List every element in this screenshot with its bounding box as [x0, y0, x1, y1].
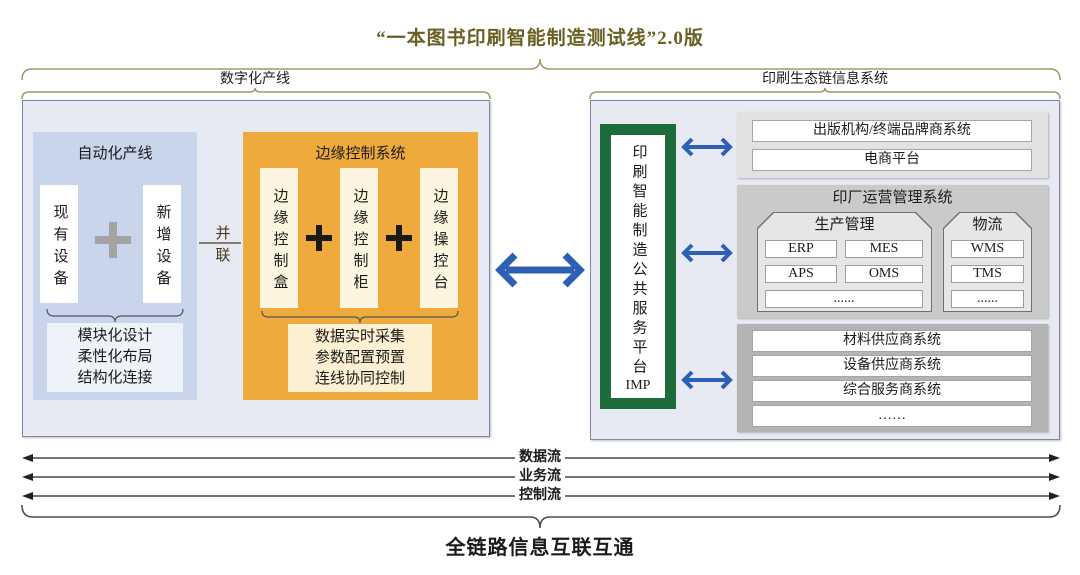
- system-cell-more: ......: [951, 290, 1024, 308]
- digital-production-line-panel: 自动化产线 现有设备 新增设备 模块化设计 柔性化布局 结构化连接 并联 边缘控…: [22, 100, 490, 437]
- system-cell-tms: TMS: [951, 265, 1024, 283]
- list-item: 设备供应商系统: [752, 355, 1032, 377]
- double-arrow-icon: [495, 252, 585, 288]
- system-cell-mes: MES: [845, 240, 923, 258]
- arrow-head-right: [1049, 492, 1060, 500]
- arrow-head-left: [495, 252, 518, 288]
- arrow-head-left: [22, 454, 33, 462]
- list-item: 出版机构/终端品牌商系统: [752, 120, 1032, 142]
- imp-platform-code: IMP: [625, 377, 651, 393]
- automation-line-title: 自动化产线: [77, 146, 153, 162]
- edge-operation-console-label: 边缘操控台: [431, 187, 448, 296]
- list-item: ……: [752, 405, 1032, 427]
- production-management-title: 生产管理: [814, 217, 875, 233]
- logistics-title: 物流: [972, 217, 1003, 233]
- bottom-brace: [21, 504, 1061, 529]
- edge-control-system-panel: 边缘控制系统 边缘控制盒 边缘控制柜 边缘操控台 数据实时采集 参数配置预置 连…: [243, 132, 478, 400]
- edge-operation-console: 边缘操控台: [420, 168, 458, 308]
- flow-label-data: 数据流: [440, 450, 640, 466]
- digital-line-brace: [21, 87, 491, 100]
- system-cell-wms: WMS: [951, 240, 1024, 258]
- parallel-connection-label-box: 并联: [206, 217, 236, 269]
- parallel-connection-label: 并联: [213, 224, 230, 269]
- feature-item: 结构化连接: [77, 370, 153, 386]
- section-label-digital-line: 数字化产线: [220, 72, 290, 87]
- automation-features-box: 模块化设计 柔性化布局 结构化连接: [47, 323, 183, 392]
- arrow-head-left: [22, 473, 33, 481]
- existing-equipment-box: 现有设备: [40, 185, 78, 303]
- system-cell-aps: APS: [765, 265, 837, 283]
- imp-platform-name: 印刷智能制造公共服务平台: [630, 143, 647, 378]
- factory-operations-title: 印厂运营管理系统: [832, 190, 953, 206]
- production-management-group: 生产管理 ERP MES APS OMS ......: [757, 212, 932, 312]
- flow-label-text: 控制流: [515, 488, 565, 503]
- edge-control-system-title: 边缘控制系统: [315, 146, 406, 162]
- logistics-group: 物流 WMS TMS ......: [943, 212, 1032, 312]
- new-equipment-box: 新增设备: [143, 185, 181, 303]
- edge-control-cabinet: 边缘控制柜: [340, 168, 378, 308]
- flow-label-control: 控制流: [440, 488, 640, 504]
- system-cell-oms: OMS: [845, 265, 923, 283]
- diagram-title: “一本图书印刷智能制造测试线”2.0版: [376, 28, 704, 49]
- flow-label-text: 业务流: [515, 469, 565, 484]
- plus-icon: [95, 222, 131, 258]
- footer-caption: 全链路信息互联互通: [445, 537, 635, 559]
- arrow-head-left: [22, 492, 33, 500]
- edge-control-box: 边缘控制盒: [260, 168, 298, 308]
- flow-label-text: 数据流: [515, 450, 565, 465]
- arrow-head-right: [562, 252, 585, 288]
- ecosystem-brace: [589, 87, 1061, 100]
- list-item: 综合服务商系统: [752, 380, 1032, 402]
- feature-item: 数据实时采集: [314, 328, 405, 345]
- plus-icon: [306, 225, 332, 251]
- existing-equipment-label: 现有设备: [51, 203, 68, 292]
- feature-item: 连线协同控制: [314, 370, 405, 387]
- section-label-ecosystem: 印刷生态链信息系统: [762, 72, 888, 87]
- flow-label-business: 业务流: [440, 469, 640, 485]
- list-item: 电商平台: [752, 149, 1032, 171]
- supplier-systems-block: 材料供应商系统 设备供应商系统 综合服务商系统 ……: [737, 324, 1048, 432]
- feature-item: 模块化设计: [77, 328, 153, 344]
- feature-item: 参数配置预置: [314, 349, 405, 366]
- list-item: 材料供应商系统: [752, 330, 1032, 352]
- automation-line-panel: 自动化产线 现有设备 新增设备 模块化设计 柔性化布局 结构化连接: [33, 132, 197, 400]
- edge-features-box: 数据实时采集 参数配置预置 连线协同控制: [288, 324, 432, 392]
- edge-control-cabinet-label: 边缘控制柜: [351, 187, 368, 296]
- system-cell-erp: ERP: [765, 240, 837, 258]
- publisher-systems-block: 出版机构/终端品牌商系统 电商平台: [737, 112, 1048, 178]
- arrow-head-right: [1049, 473, 1060, 481]
- new-equipment-label: 新增设备: [154, 203, 171, 292]
- system-cell-more: ......: [765, 290, 923, 308]
- factory-operations-block: 印厂运营管理系统 生产管理 ERP MES APS OMS ...... 物流 …: [737, 185, 1048, 318]
- plus-icon: [386, 225, 412, 251]
- ecosystem-info-system-panel: 印刷智能制造公共服务平台 IMP 出版机构/终端品牌商系统 电商平台 印厂运营管…: [590, 100, 1060, 440]
- edge-control-box-label: 边缘控制盒: [271, 187, 288, 296]
- arrow-head-right: [1049, 454, 1060, 462]
- feature-item: 柔性化布局: [77, 349, 153, 365]
- imp-platform-box: 印刷智能制造公共服务平台 IMP: [600, 124, 676, 409]
